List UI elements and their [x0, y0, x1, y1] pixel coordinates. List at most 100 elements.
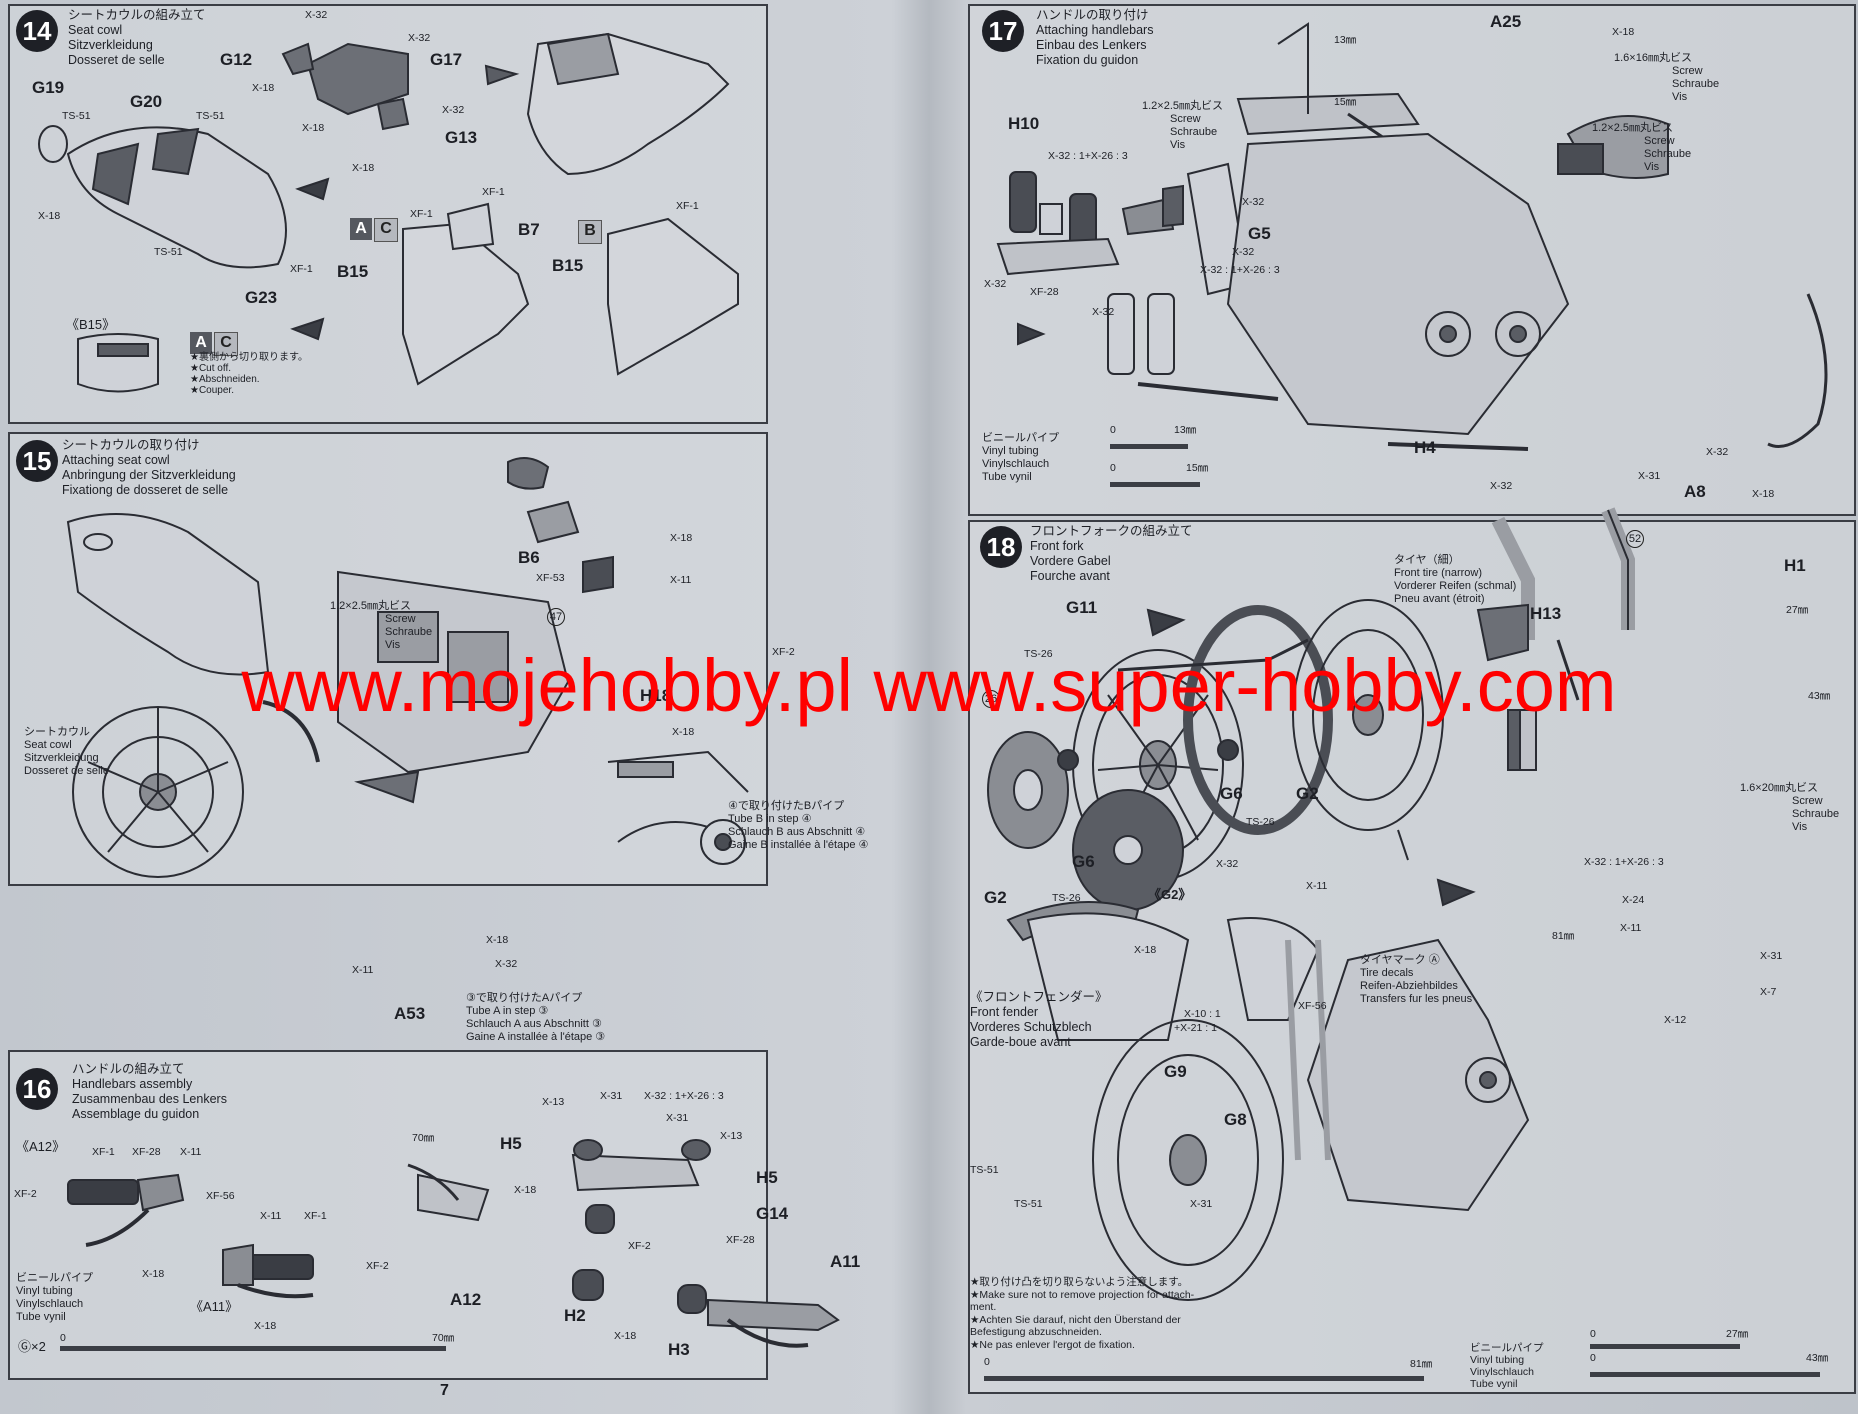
scale-zero-k: 0 — [1590, 1352, 1596, 1364]
paint-label: X-32 : 1+X-26 : 3 — [1584, 856, 1664, 868]
paint-label: X-32 — [1490, 480, 1513, 492]
paint-label: X-13 — [542, 1096, 565, 1108]
paint-label: XF-1 — [482, 186, 505, 198]
part-h5-left: H5 — [500, 1134, 522, 1153]
paint-label: X-32 — [1706, 446, 1729, 458]
detail-b15-label: 《B15》 — [66, 317, 116, 332]
scale-bar-i — [1110, 482, 1200, 487]
step-18-titles: フロントフォークの組み立て Front fork Vordere Gabel F… — [1030, 524, 1193, 583]
scale-zero-h: 0 — [1110, 424, 1116, 436]
paint-label: X-18 — [614, 1330, 637, 1342]
paint-label: X-32 : 1+X-26 : 3 — [644, 1090, 724, 1102]
part-g20: G20 — [130, 92, 163, 111]
step-14-titles: シートカウルの組み立て Seat cowl Sitzverkleidung Do… — [68, 8, 206, 67]
step-16-panel — [8, 1050, 768, 1380]
tube-a-note: ③で取り付けたAパイプ Tube A in step ③ Schlauch A … — [466, 992, 606, 1043]
paint-label: TS-51 — [196, 110, 225, 122]
scale-zero-j: 0 — [1590, 1328, 1596, 1340]
paint-label: XF-28 — [726, 1234, 755, 1246]
scale-zero-l: 0 — [984, 1356, 990, 1368]
paint-label: XF-1 — [290, 263, 313, 275]
scale-bar-j — [1590, 1344, 1740, 1349]
paint-label: XF-28 — [132, 1146, 161, 1158]
step-18-illustration — [987, 507, 1635, 1301]
paint-label: X-11 — [1620, 922, 1642, 934]
part-g9: G9 — [1164, 1062, 1187, 1081]
part-h10: H10 — [1008, 114, 1040, 133]
step-16-titles: ハンドルの組み立て Handlebars assembly Zusammenba… — [72, 1062, 227, 1121]
tube-b-note: ④で取り付けたBパイプ Tube B in step ④ Schlauch B … — [728, 800, 869, 851]
paint-label: X-31 — [600, 1090, 623, 1102]
scale-zero: 0 — [60, 1332, 66, 1344]
page-number: 7 — [440, 1382, 449, 1399]
paint-label: X-18 — [670, 532, 693, 544]
vinyl-note: ビニールパイプ Vinyl tubing Vinylschlauch Tube … — [16, 1272, 93, 1323]
paint-label: TS-26 — [1024, 648, 1053, 660]
part-h5-right: H5 — [756, 1168, 778, 1187]
part-a53: A53 — [394, 1004, 426, 1023]
step-14-badge: 14 — [16, 10, 58, 52]
paint-label: XF-1 — [304, 1210, 327, 1222]
paint-label: +X-21 : 1 — [1174, 1022, 1217, 1034]
paint-label: X-32 : 1+X-26 : 3 — [1048, 150, 1128, 162]
part-a25: A25 — [1490, 12, 1522, 31]
part-g8: G8 — [1224, 1110, 1247, 1129]
paint-label: X-32 — [1216, 858, 1239, 870]
paint-label: XF-53 — [536, 572, 565, 584]
vinyl-note: ビニールパイプ Vinyl tubing Vinylschlauch Tube … — [982, 432, 1059, 483]
tire-note: タイヤ（細） Front tire (narrow) Vorderer Reif… — [1394, 554, 1517, 605]
paint-label: TS-51 — [970, 1164, 999, 1176]
tube-g-length: 70㎜ — [412, 1132, 435, 1144]
part-h2: H2 — [564, 1306, 586, 1325]
seat-cowl-label: シートカウル Seat cowl Sitzverkleidung Dossere… — [24, 726, 109, 777]
paint-label: X-18 — [252, 82, 275, 94]
paint-label: TS-26 — [1246, 816, 1275, 828]
screw-note: 1.6×20㎜丸ビス Screw Schraube Vis — [1740, 782, 1840, 833]
part-b15-b: B15 — [552, 256, 584, 275]
paint-label: X-7 — [1760, 986, 1777, 998]
part-b15-ac: B15 — [337, 262, 369, 281]
paint-label: X-32 — [1242, 196, 1265, 208]
paint-label: X-13 — [720, 1130, 743, 1142]
part-b7: B7 — [518, 220, 540, 239]
paint-label: X-18 — [352, 162, 375, 174]
paint-label: TS-51 — [1014, 1198, 1043, 1210]
step-15-titles: シートカウルの取り付け Attaching seat cowl Anbringu… — [62, 438, 236, 497]
part-h1: H1 — [1784, 556, 1806, 575]
part-a8: A8 — [1684, 482, 1706, 501]
paint-label: X-18 — [672, 726, 695, 738]
paint-label: XF-1 — [676, 200, 699, 212]
paint-label: XF-2 — [14, 1188, 37, 1200]
paint-label: XF-56 — [1298, 1000, 1327, 1012]
part-a11: A11 — [830, 1252, 861, 1271]
paint-label: X-32 — [984, 278, 1007, 290]
a12-label: 《A12》 — [16, 1139, 66, 1154]
screw-note-2: 1.2×2.5㎜丸ビス Screw Schraube Vis — [1142, 100, 1224, 151]
scale-g-label: Ⓖ×2 — [18, 1339, 46, 1354]
paint-label: TS-51 — [154, 246, 183, 258]
watermark-text: www.mojehobby.pl www.super-hobby.com — [241, 643, 1617, 727]
cut-notes: ★裏側から切り取ります。 ★Cut off. ★Abschneiden. ★Co… — [190, 352, 308, 396]
scale-zero-i: 0 — [1110, 462, 1116, 474]
paint-label: X-12 — [1664, 1014, 1687, 1026]
front-fender-note: 《フロントフェンダー》 Front fender Vorderes Schutz… — [970, 990, 1108, 1049]
tube-i-length: 15㎜ — [1334, 96, 1357, 108]
paint-label: X-18 — [1612, 26, 1635, 38]
part-g6-bottom: G6 — [1072, 852, 1095, 871]
part-g14: G14 — [756, 1204, 789, 1223]
part-g13: G13 — [445, 128, 478, 147]
paint-label: X-18 — [142, 1268, 165, 1280]
ref-47: 47 — [547, 608, 565, 626]
part-g2-top: G2 — [1296, 784, 1319, 803]
part-g17: G17 — [430, 50, 463, 69]
scale-end-l: 81㎜ — [1410, 1358, 1433, 1370]
part-g12: G12 — [220, 50, 253, 69]
paint-label: X-18 — [1752, 488, 1775, 500]
tire-mark-note: タイヤマーク Ⓐ Tire decals Reifen-Abziehbildes… — [1360, 954, 1473, 1005]
a11-label: 《A11》 — [190, 1299, 239, 1314]
paint-label: X-18 — [38, 210, 61, 222]
paint-label: X-18 — [486, 934, 509, 946]
step-16-badge: 16 — [16, 1068, 58, 1110]
paint-label: XF-2 — [628, 1240, 651, 1252]
